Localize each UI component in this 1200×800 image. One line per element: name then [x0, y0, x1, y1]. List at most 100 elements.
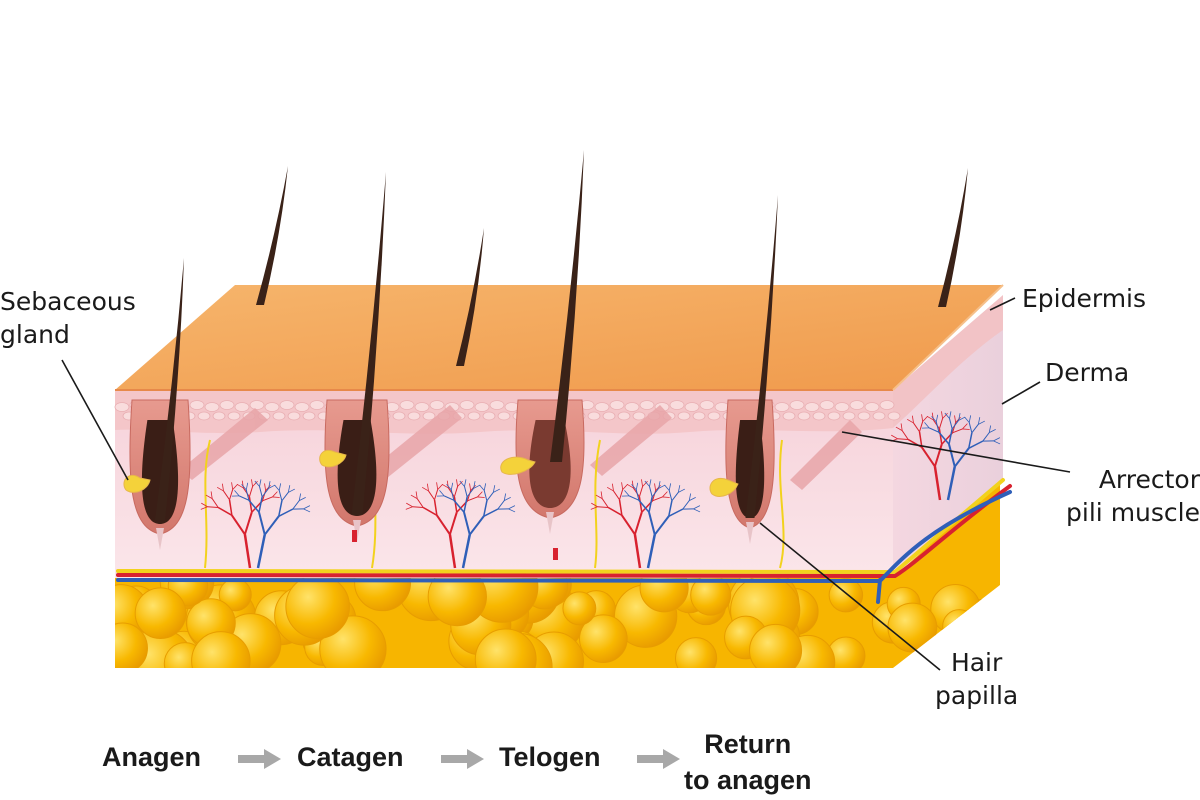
- capillary: [450, 482, 454, 490]
- epidermis-cell: [114, 402, 130, 412]
- capillary: [924, 422, 930, 429]
- epidermis-cell: [677, 411, 691, 421]
- capillary: [483, 500, 488, 517]
- capillary: [221, 483, 224, 491]
- hair-shaft: [256, 166, 288, 305]
- epidermis-cell: [197, 411, 211, 421]
- capillary: [439, 490, 445, 497]
- epidermis-cell: [827, 411, 841, 421]
- capillary: [638, 486, 644, 497]
- capillary: [938, 418, 944, 429]
- capillary: [238, 495, 250, 501]
- capillary: [258, 512, 266, 535]
- epidermis-cell: [279, 400, 295, 410]
- arrow-right-icon: [238, 749, 281, 769]
- capillary: [682, 500, 690, 510]
- capillary: [906, 418, 914, 424]
- capillary: [473, 484, 481, 489]
- capillary: [450, 489, 455, 501]
- capillary: [492, 485, 496, 493]
- epidermis-cell: [624, 402, 640, 412]
- capillary: [446, 484, 452, 491]
- capillary: [952, 428, 963, 434]
- capillary: [248, 486, 254, 497]
- capillary: [624, 490, 630, 497]
- capillary: [633, 511, 643, 535]
- capillary: [288, 488, 296, 493]
- epidermis-side-band: [893, 295, 1003, 428]
- capillary: [265, 484, 271, 491]
- capillary: [601, 498, 609, 508]
- capillary: [453, 496, 458, 513]
- capillary: [436, 482, 439, 490]
- capillary: [919, 421, 924, 432]
- stage-return-line1: Return: [704, 729, 792, 759]
- sebaceous-glands: [123, 450, 739, 497]
- epidermis-cell: [467, 411, 481, 421]
- capillary: [922, 415, 928, 422]
- capillary: [299, 496, 306, 501]
- capillary: [652, 496, 663, 502]
- capillary: [918, 431, 923, 448]
- epidermis-cell: [594, 402, 610, 412]
- stage-return-line2: to anagen: [684, 765, 812, 795]
- capillary: [911, 415, 914, 423]
- capillary: [622, 483, 628, 490]
- capillary: [962, 428, 970, 430]
- capillary: [619, 489, 624, 500]
- capillary: [971, 424, 979, 434]
- capillary: [613, 490, 620, 501]
- capillary: [968, 415, 972, 423]
- capillary: [649, 479, 652, 487]
- fat-cell: [749, 623, 803, 668]
- capillary: [949, 418, 953, 429]
- capillary: [281, 492, 289, 502]
- capillary: [298, 493, 302, 501]
- capillary: [252, 480, 258, 487]
- capillary: [954, 415, 957, 423]
- capillary: [466, 488, 475, 498]
- capillary: [223, 490, 230, 501]
- capillary: [463, 512, 471, 535]
- epidermis-cell: [669, 400, 685, 410]
- skin-surface: [115, 285, 1003, 390]
- capillary: [978, 420, 986, 425]
- capillary: [658, 484, 666, 489]
- epidermis-cell: [392, 411, 406, 421]
- epidermis-cell: [219, 400, 235, 410]
- epidermis-cell: [272, 411, 286, 421]
- capillary: [268, 484, 276, 489]
- capillary: [933, 466, 942, 501]
- fat-cell: [579, 614, 628, 664]
- capillary: [944, 412, 950, 419]
- leader-epidermis: [989, 297, 1016, 311]
- capillary: [595, 494, 603, 500]
- epidermis-cell: [864, 402, 880, 412]
- capillary: [933, 443, 943, 467]
- capillary: [649, 486, 653, 497]
- capillary: [406, 502, 413, 508]
- fat-cell: [285, 574, 350, 639]
- capillary: [648, 496, 653, 513]
- capillary: [483, 508, 499, 517]
- epidermis-cell: [609, 400, 625, 410]
- capillary: [254, 480, 260, 487]
- epidermis-cell: [887, 411, 901, 421]
- capillary: [272, 496, 280, 498]
- papilla-marker: [553, 548, 558, 560]
- capillary: [654, 483, 657, 491]
- capillary: [211, 498, 219, 508]
- capillary: [274, 484, 280, 491]
- label-epidermis: Epidermis: [1022, 284, 1147, 313]
- capillary: [241, 484, 247, 491]
- epidermis-cell: [707, 411, 721, 421]
- capillary: [448, 511, 458, 535]
- epidermis-cell: [294, 402, 310, 412]
- capillary: [938, 431, 950, 445]
- fat-cell: [930, 583, 981, 635]
- derma-layer: [115, 395, 893, 578]
- capillary: [456, 479, 458, 487]
- capillary: [508, 508, 516, 513]
- capillary: [931, 416, 937, 423]
- capillary: [653, 515, 670, 536]
